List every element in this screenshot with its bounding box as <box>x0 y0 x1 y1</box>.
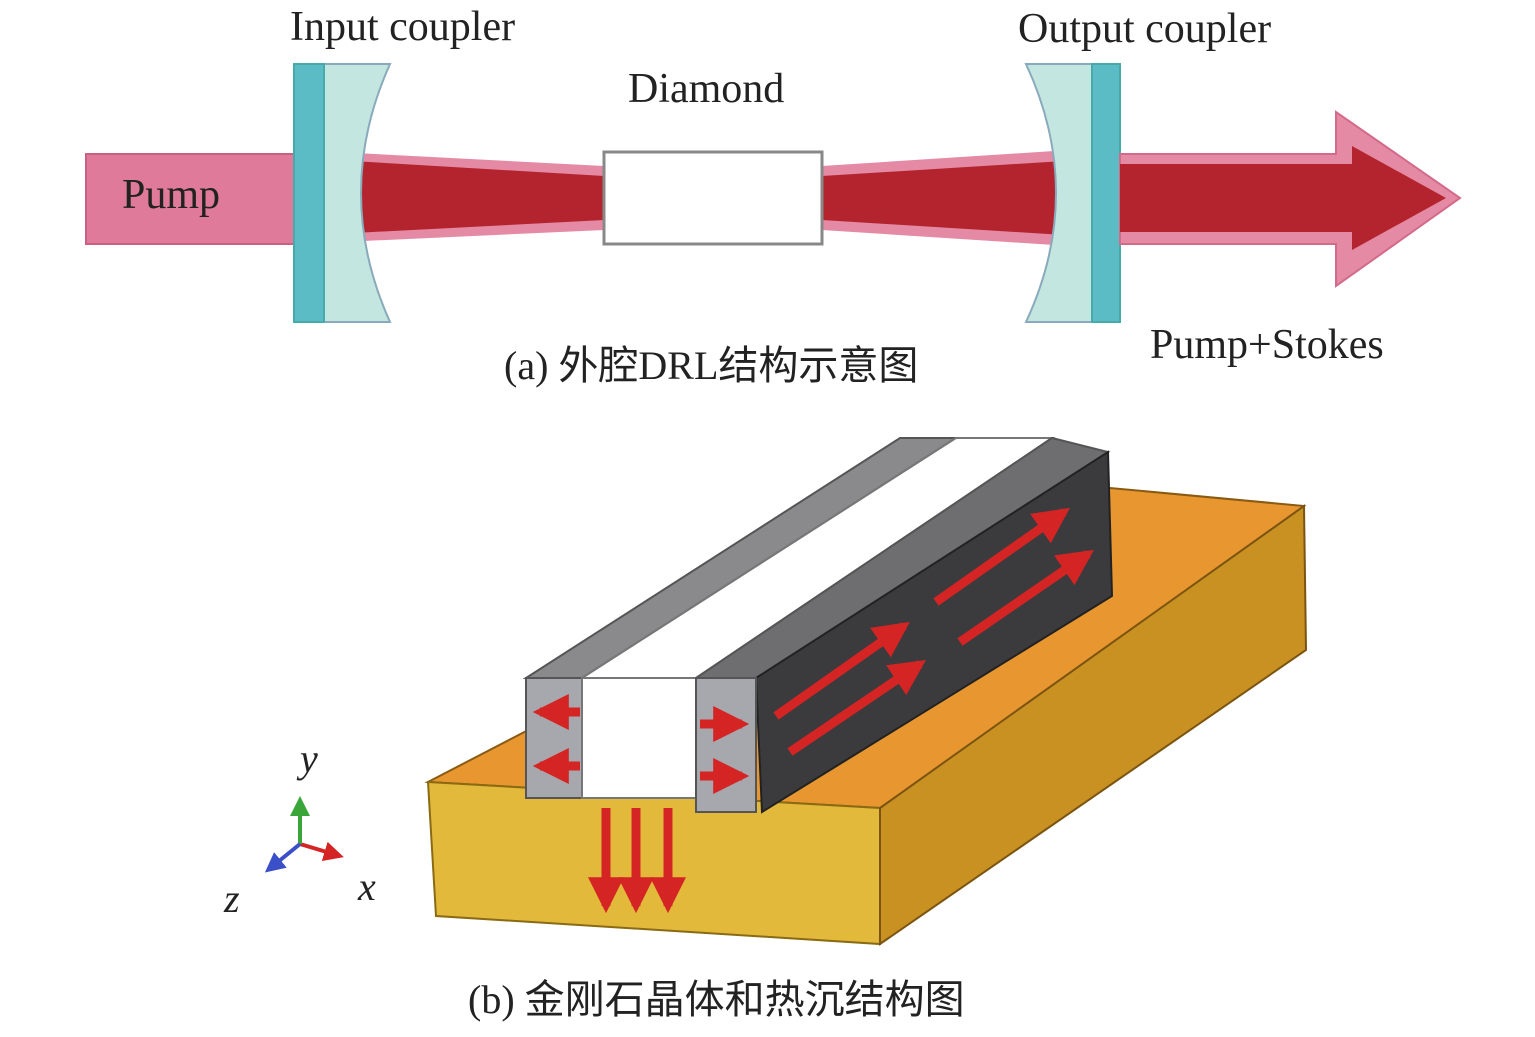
pump-label: Pump <box>122 172 221 218</box>
axis-y-label: y <box>296 736 318 781</box>
caption-a: (a) 外腔DRL结构示意图 <box>504 343 919 388</box>
panel-b: x y z <box>223 436 1308 946</box>
cavity-beam-right <box>822 160 1080 236</box>
axis-x-label: x <box>357 864 376 909</box>
heat-arrow <box>773 621 910 720</box>
output-beam-label: Pump+Stokes <box>1150 322 1384 368</box>
heatsink-side <box>879 504 1308 946</box>
cavity-beam-left <box>335 160 604 234</box>
heat-arrow <box>957 549 1094 646</box>
output-coupler-label: Output coupler <box>1018 6 1272 52</box>
pump-beam <box>85 153 299 245</box>
axis-z-arrow <box>264 842 302 873</box>
output-coupler-mirror <box>1024 63 1121 323</box>
input-coupler-mirror <box>293 63 392 323</box>
crystal-front-white <box>581 677 697 799</box>
diamond-crystal <box>602 150 824 246</box>
output-arrow-core <box>1120 146 1446 250</box>
input-coupler-label: Input coupler <box>290 4 516 50</box>
panel-a <box>85 63 1462 323</box>
heat-flow-arrows <box>532 507 1094 914</box>
axis-triad: x y z <box>223 736 376 921</box>
crystal-front-left <box>525 677 583 799</box>
heat-arrow <box>933 507 1070 606</box>
axis-x-arrow <box>299 841 344 861</box>
diamond-label: Diamond <box>628 66 785 112</box>
heatsink-front <box>426 780 881 946</box>
crystal-front-right <box>695 677 757 813</box>
heat-arrow <box>787 659 926 756</box>
caption-b: (b) 金刚石晶体和热沉结构图 <box>468 977 965 1022</box>
axis-z-label: z <box>223 876 240 921</box>
